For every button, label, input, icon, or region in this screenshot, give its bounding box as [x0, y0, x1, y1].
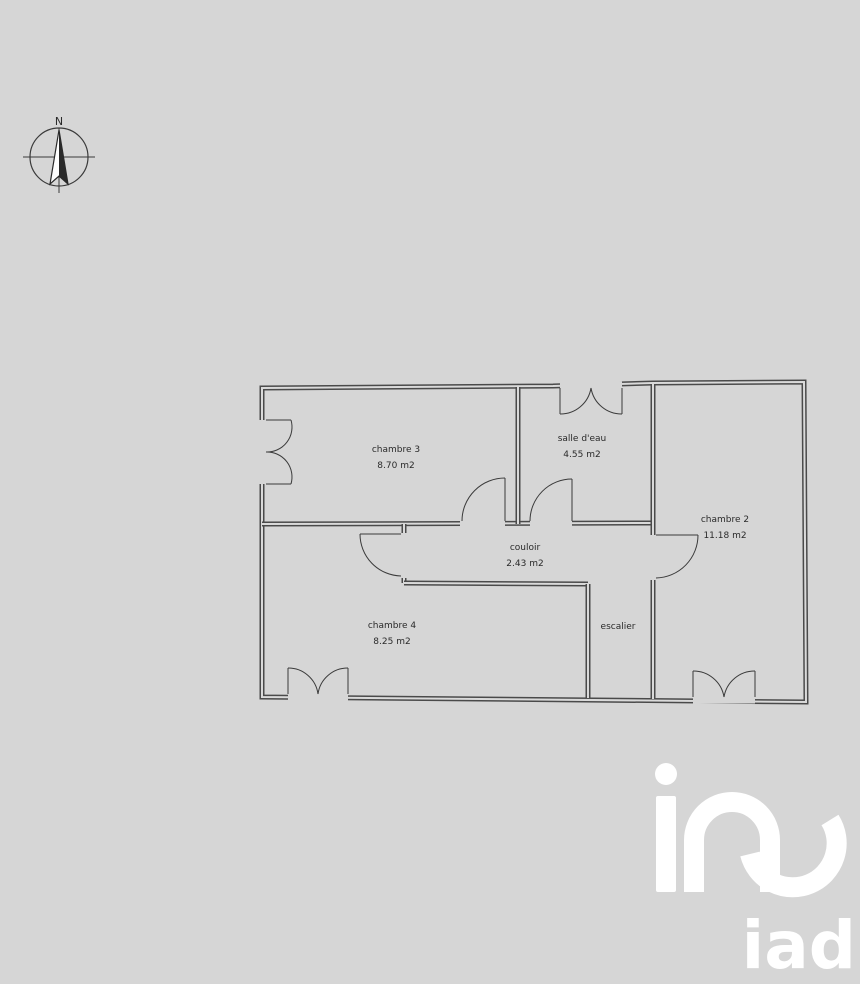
room-labels: chambre 3 8.70 m2 salle d'eau 4.55 m2 ch…: [368, 434, 749, 647]
door-chambre3: [460, 477, 506, 527]
window-chambre2: [692, 670, 756, 704]
room-name-chambre2: chambre 2: [701, 515, 749, 525]
room-name-chambre4: chambre 4: [368, 621, 417, 631]
compass: N: [23, 115, 95, 193]
north-arrow-icon: [23, 127, 95, 193]
room-name-couloir: couloir: [510, 543, 541, 553]
room-area-chambre4: 8.25 m2: [373, 637, 410, 647]
north-label: N: [55, 115, 63, 128]
window-salle-eau: [559, 381, 623, 415]
room-area-chambre3: 8.70 m2: [377, 461, 414, 471]
room-name-escalier: escalier: [601, 622, 636, 632]
outer-wall: [259, 379, 809, 705]
iad-logo-icon: [655, 763, 847, 898]
iad-watermark: iad: [650, 760, 860, 984]
door-chambre4: [359, 533, 407, 578]
doors: [259, 381, 756, 704]
room-area-chambre2: 11.18 m2: [703, 531, 746, 541]
door-salle-eau: [529, 478, 573, 527]
room-area-salle-eau: 4.55 m2: [563, 450, 600, 460]
door-chambre2: [649, 534, 699, 580]
iad-brand-text: iad: [741, 907, 856, 984]
walls: [259, 379, 809, 705]
room-name-chambre3: chambre 3: [372, 445, 420, 455]
window-chambre4: [287, 667, 349, 701]
room-area-couloir: 2.43 m2: [506, 559, 543, 569]
window-chambre3: [259, 419, 293, 485]
room-name-salle-eau: salle d'eau: [558, 434, 607, 444]
